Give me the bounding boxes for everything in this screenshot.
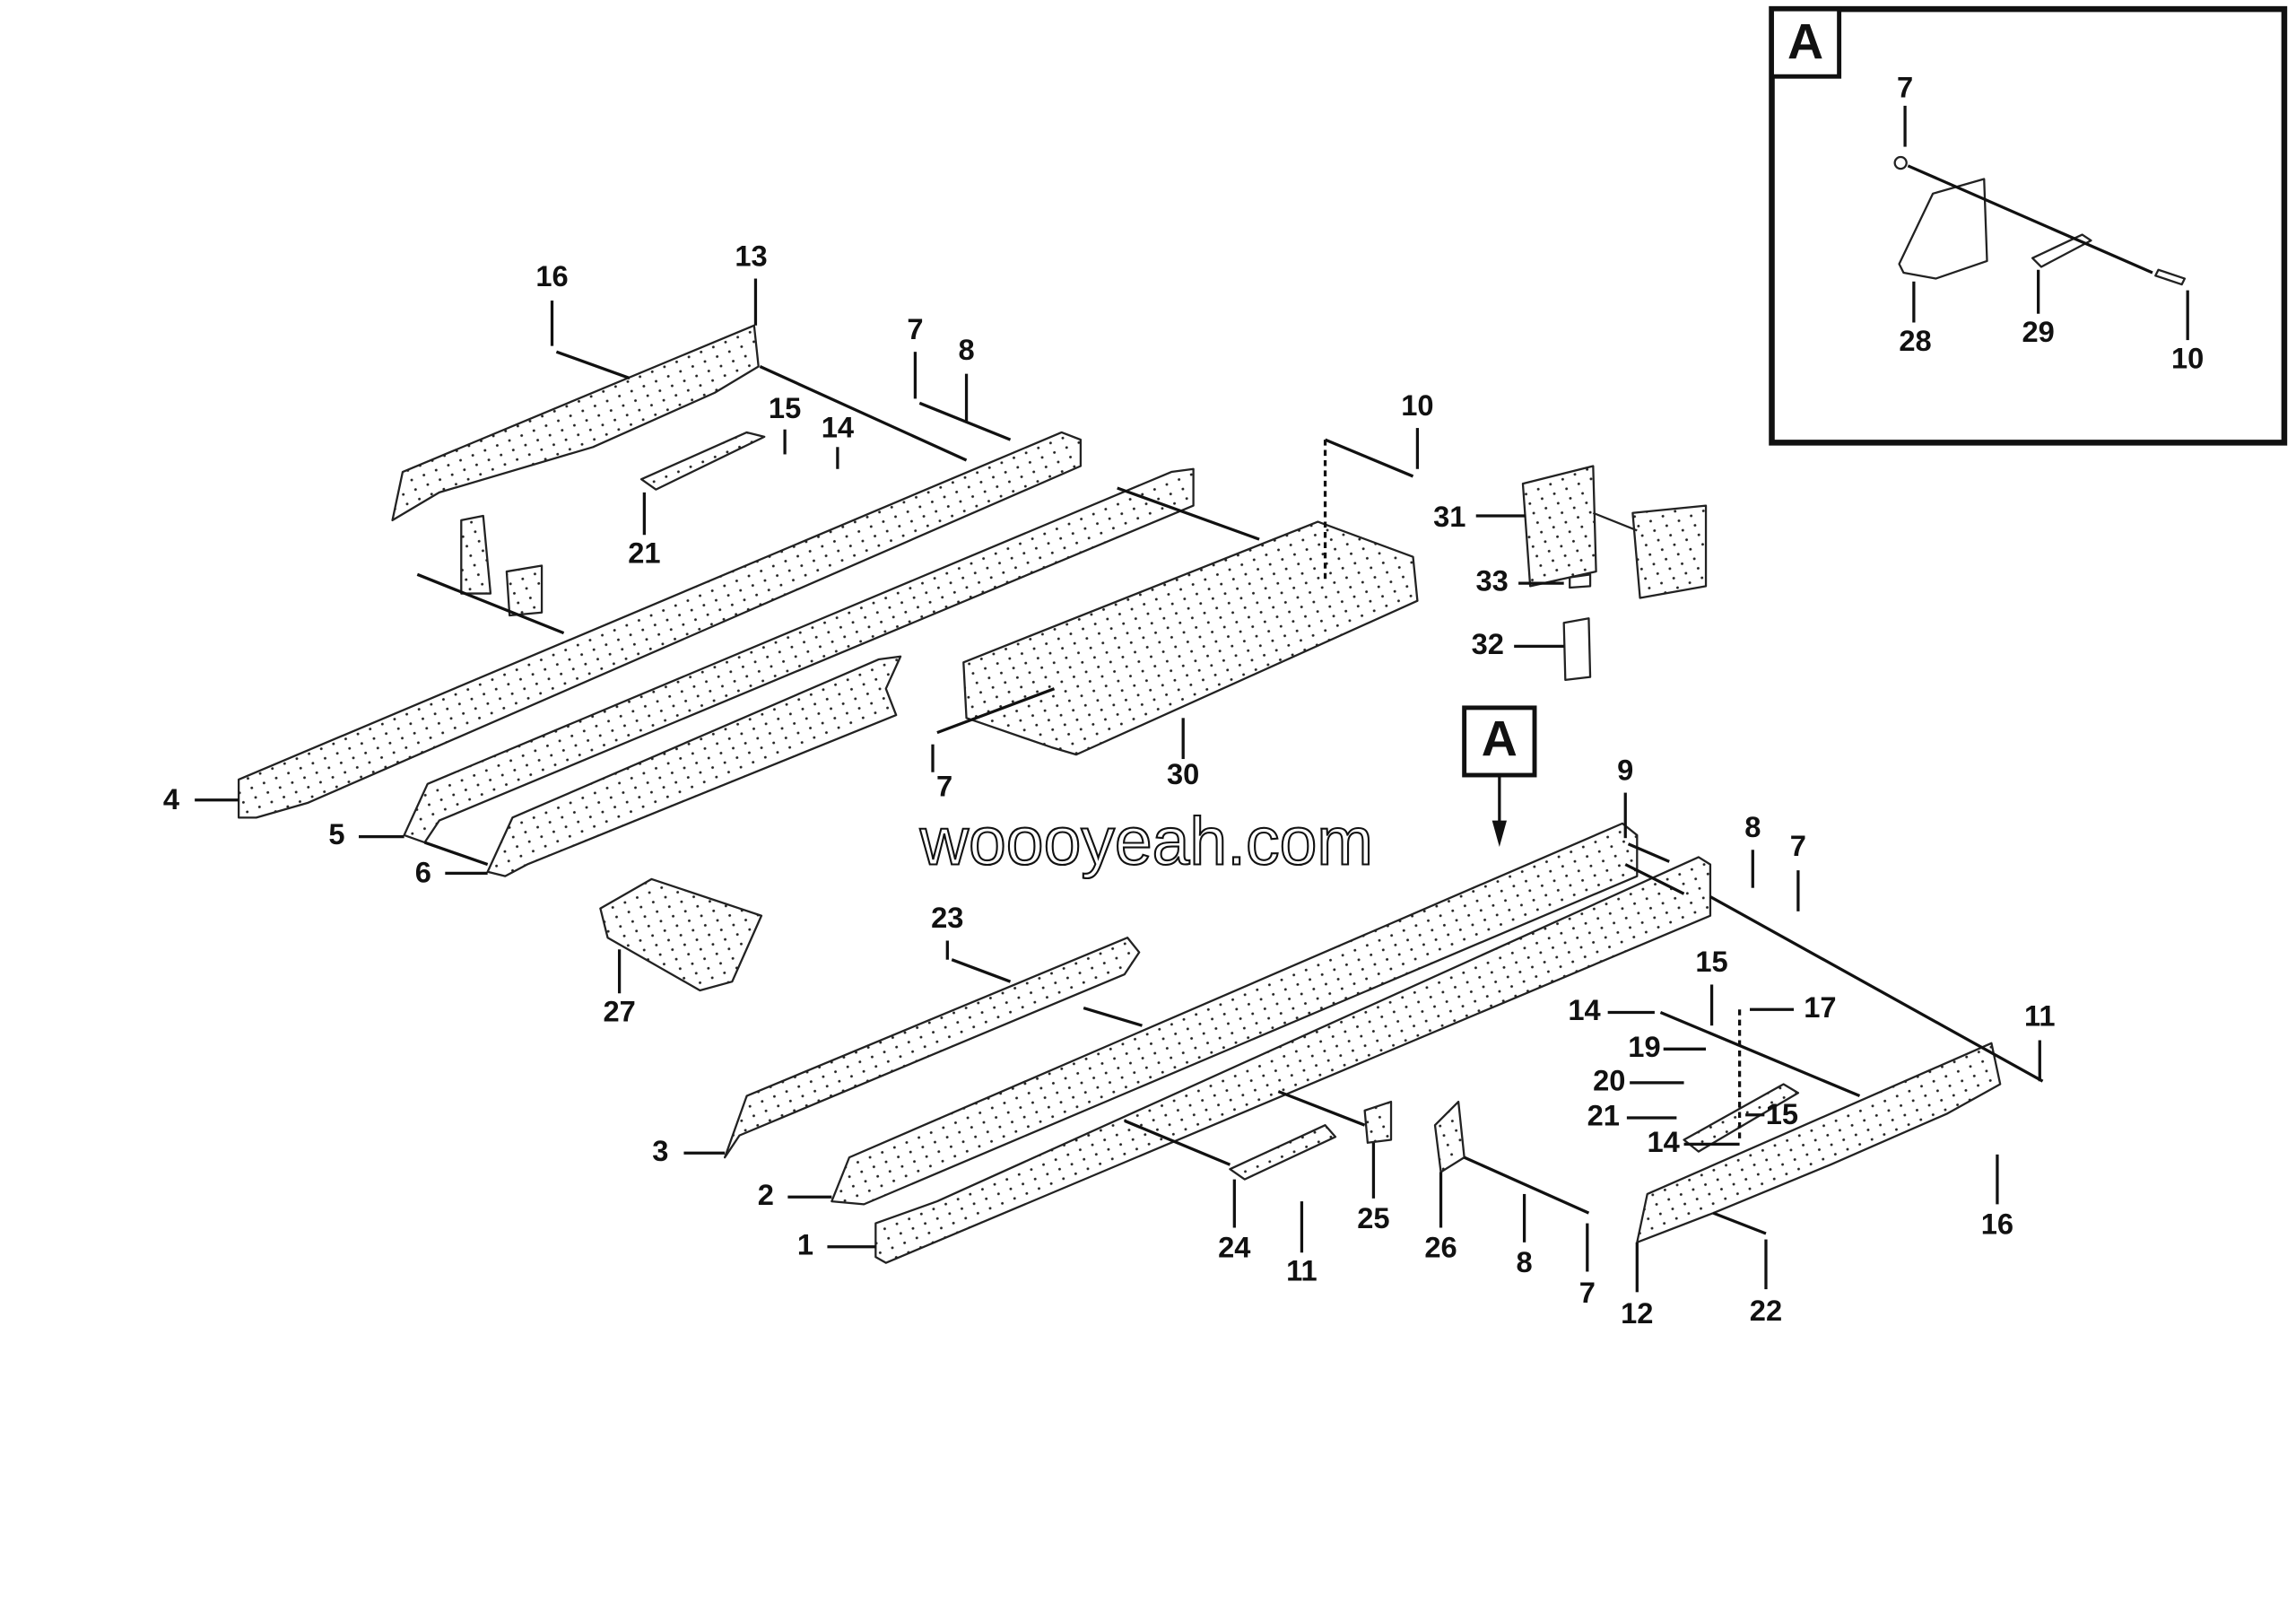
callout-label-15: 15 — [769, 391, 801, 424]
callout-label-8: 8 — [1744, 810, 1761, 843]
bolt-10 — [2154, 268, 2187, 286]
callout-label-7: 7 — [936, 769, 952, 802]
assembly-31-end — [1631, 504, 1708, 599]
callout-label-8: 8 — [958, 333, 974, 366]
callout-label-21: 21 — [628, 536, 660, 570]
rail-1 — [874, 856, 1712, 1264]
subframe-30 — [962, 520, 1419, 756]
nut-7 — [1893, 155, 1908, 170]
callout-label-7: 7 — [907, 312, 923, 345]
inset-title: A — [1787, 14, 1823, 70]
inset-detail-a: A — [1769, 5, 2288, 446]
callout-label-7: 7 — [1790, 829, 1806, 862]
callout-label-11: 11 — [1286, 1254, 1318, 1287]
assembly-31 — [1521, 465, 1597, 588]
callout-label-2: 2 — [758, 1178, 774, 1211]
callout-label-4: 4 — [163, 782, 179, 815]
callout-label-10: 10 — [2171, 342, 2204, 375]
svg-text:A: A — [1482, 711, 1518, 767]
callout-label-16: 16 — [1981, 1207, 2013, 1240]
callout-label-17: 17 — [1804, 990, 1836, 1024]
callout-label-23: 23 — [931, 901, 963, 934]
bracket-32 — [1562, 617, 1592, 682]
callout-label-5: 5 — [328, 817, 344, 850]
bracket-25 — [1363, 1100, 1393, 1144]
callout-label-1: 1 — [797, 1227, 813, 1260]
callout-a: A — [1462, 705, 1537, 847]
bracket-upper-b — [505, 564, 544, 617]
callout-label-24: 24 — [1218, 1231, 1250, 1264]
callout-label-32: 32 — [1472, 627, 1504, 660]
callout-label-8: 8 — [1517, 1245, 1533, 1278]
leader-lines — [195, 278, 2044, 1293]
bracket-pair-upper — [460, 514, 492, 595]
callout-label-15: 15 — [1766, 1097, 1798, 1130]
callout-label-6: 6 — [415, 856, 431, 889]
rail-4 — [237, 431, 1083, 819]
callout-label-14: 14 — [1568, 993, 1600, 1026]
bracket-28 — [1898, 178, 1988, 280]
plate-33 — [1569, 573, 1592, 589]
rail-5 — [403, 467, 1195, 844]
crossmember-27 — [599, 877, 763, 992]
callout-label-3: 3 — [652, 1134, 668, 1167]
callout-label-26: 26 — [1424, 1231, 1457, 1264]
callout-label-13: 13 — [735, 239, 767, 272]
rail-3 — [724, 937, 1141, 1159]
callout-label-22: 22 — [1750, 1294, 1782, 1327]
callout-label-25: 25 — [1357, 1201, 1389, 1234]
callout-label-29: 29 — [2022, 315, 2054, 348]
plate-29 — [2031, 233, 2092, 268]
callout-label-15: 15 — [1695, 945, 1727, 978]
callout-label-20: 20 — [1593, 1063, 1625, 1096]
step-21-upper — [639, 431, 766, 491]
callout-label-10: 10 — [1401, 388, 1433, 422]
callout-label-14: 14 — [1648, 1125, 1680, 1158]
callout-label-11: 11 — [2024, 999, 2056, 1033]
watermark: woooyeah.com — [919, 804, 1373, 879]
callout-label-27: 27 — [603, 995, 635, 1028]
rail-13 — [391, 324, 760, 522]
callout-label-14: 14 — [822, 410, 854, 443]
callout-label-21: 21 — [1587, 1099, 1620, 1132]
rail-12 — [1636, 1042, 2002, 1243]
callout-label-16: 16 — [535, 259, 568, 292]
callout-label-28: 28 — [1899, 324, 1931, 357]
callout-label-7: 7 — [1579, 1276, 1596, 1309]
rail-2 — [831, 822, 1639, 1206]
callout-label-19: 19 — [1628, 1030, 1660, 1063]
callout-label-7: 7 — [1897, 71, 1913, 104]
callout-label-33: 33 — [1476, 564, 1509, 597]
callout-label-30: 30 — [1167, 757, 1199, 790]
callout-label-12: 12 — [1621, 1296, 1653, 1330]
callout-label-31: 31 — [1433, 500, 1465, 533]
bracket-26 — [1433, 1100, 1465, 1173]
bracket-24 — [1229, 1124, 1337, 1181]
callout-label-9: 9 — [1617, 753, 1633, 786]
rail-6 — [486, 655, 902, 877]
inset-labels: 7 28 29 10 — [1897, 71, 2204, 375]
